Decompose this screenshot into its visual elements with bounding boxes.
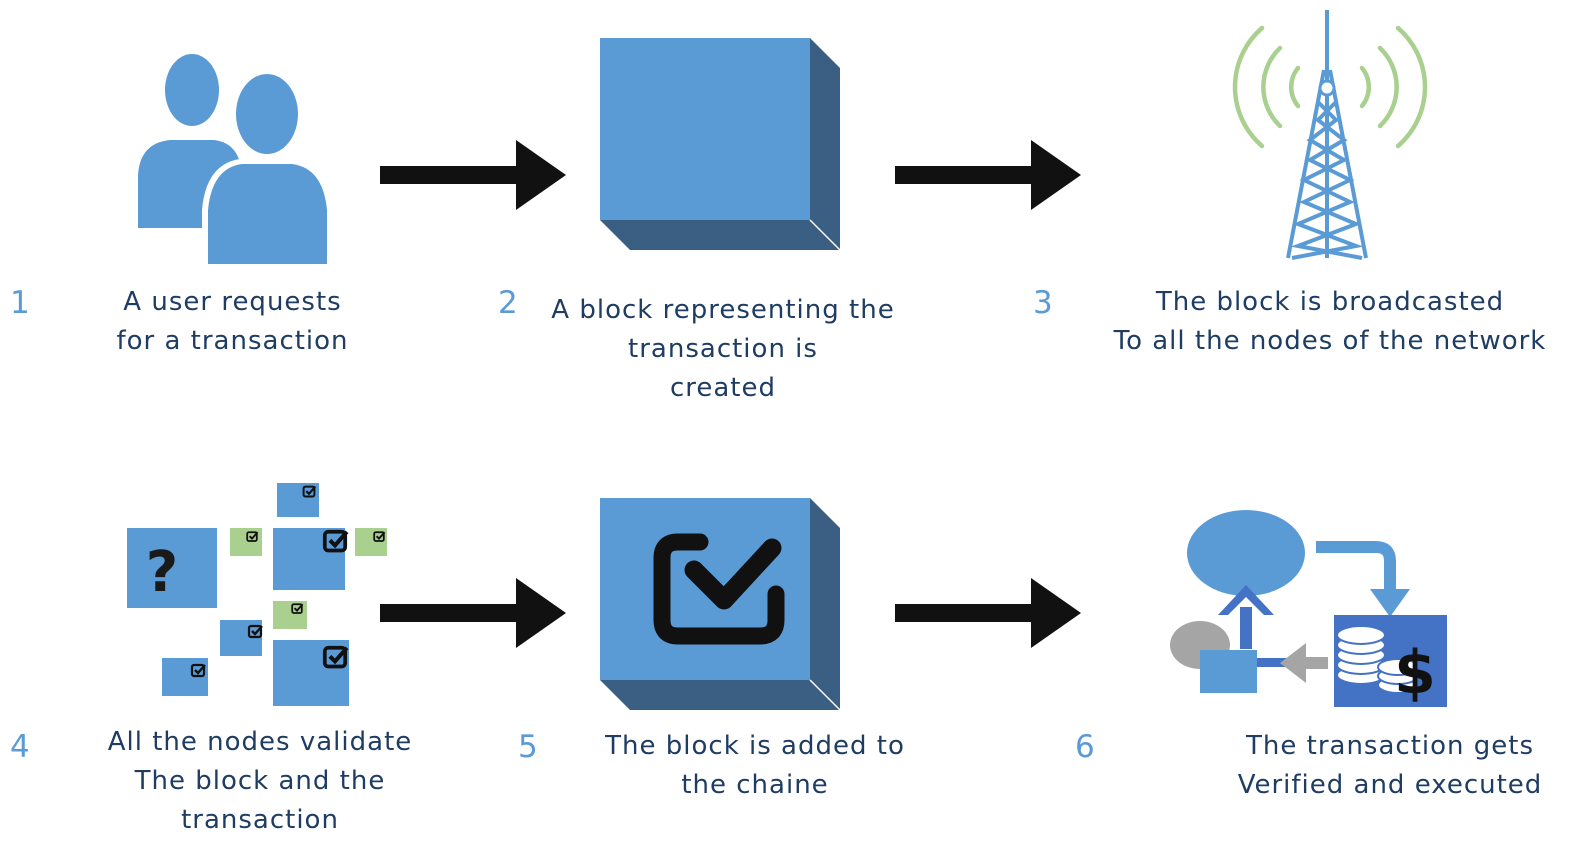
step-caption: A block representing the transaction is … — [551, 295, 895, 403]
step-caption: The transaction gets Verified and execut… — [1237, 731, 1543, 800]
step-number: 6 — [1075, 729, 1095, 765]
step-number: 1 — [10, 285, 30, 321]
arrow-right-icon — [380, 578, 566, 648]
step-number: 3 — [1033, 285, 1053, 321]
node-validation-icon: ? — [127, 483, 387, 706]
step-caption: The block is broadcasted To all the node… — [1113, 287, 1547, 356]
step-caption: A user requests for a transaction — [116, 287, 349, 356]
dollar-icon: $ — [1394, 638, 1436, 708]
block-cube-icon — [600, 38, 841, 251]
step-number: 5 — [518, 729, 538, 765]
arrow-right-icon — [895, 578, 1081, 648]
users-icon — [138, 54, 331, 264]
validated-block-icon — [600, 498, 841, 711]
step-number: 4 — [10, 729, 30, 765]
step-number: 2 — [498, 285, 518, 321]
transaction-execution-icon: $ — [1170, 510, 1447, 708]
arrow-right-icon — [895, 140, 1081, 210]
broadcast-tower-icon — [1232, 10, 1428, 260]
question-mark-icon: ? — [146, 540, 178, 605]
step-caption: All the nodes validate The block and the… — [107, 727, 413, 835]
arrow-right-icon — [380, 140, 566, 210]
step-caption: The block is added to the chaine — [605, 731, 905, 800]
